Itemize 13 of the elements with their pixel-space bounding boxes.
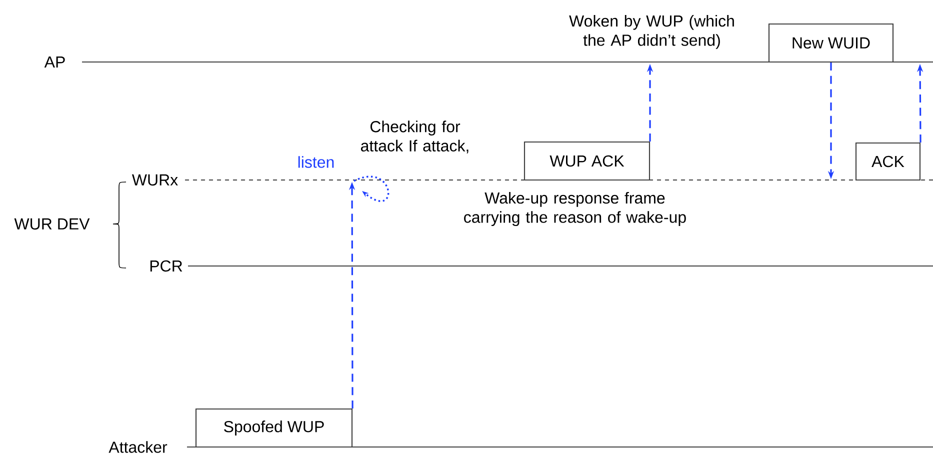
message-box: WUP ACK [524,141,650,181]
label: PCR [150,260,182,272]
label: Woken by WUP (which the AP didn’t send) [569,14,734,50]
message-box: Spoofed WUP [195,408,353,448]
label: AP [44,56,65,68]
label: Attacker [108,441,168,453]
label: Wake-up response frame carrying the reason of wake-up [464,192,686,226]
label: WUR DEV [14,218,90,230]
label: WURx [132,174,178,186]
message-box: New WUID [768,23,894,63]
label: Checking for attack If attack, [360,120,468,154]
label: listen [298,156,334,168]
message-box: ACK [855,142,921,181]
